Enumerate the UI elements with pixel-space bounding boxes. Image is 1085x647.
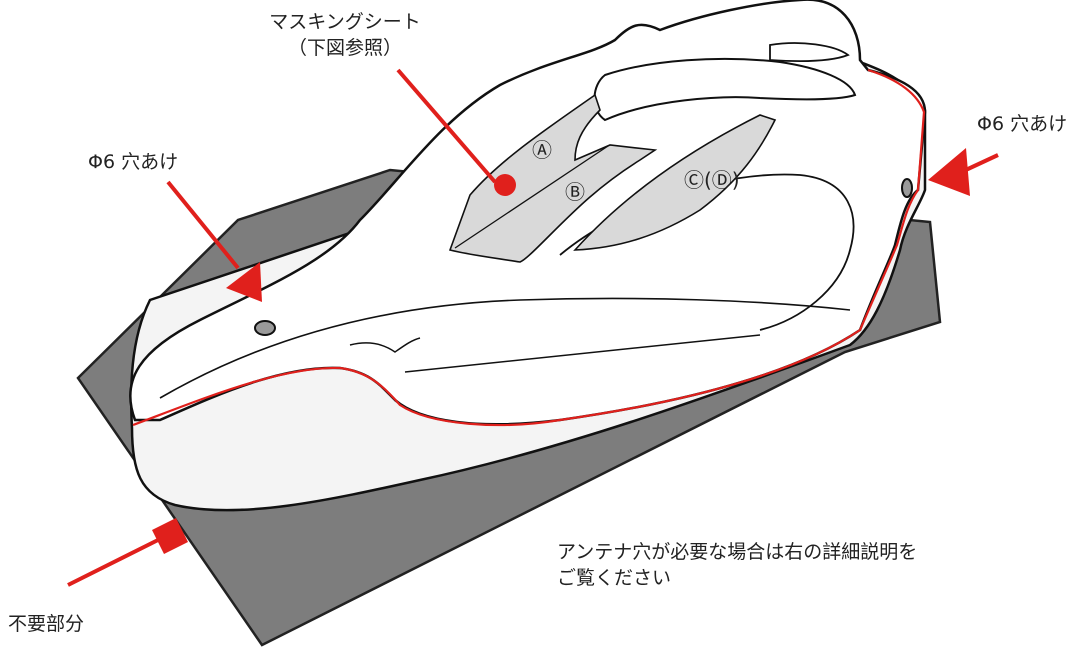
antenna-note-line2: ご覧ください: [557, 567, 672, 589]
arrow-hole-right: [928, 148, 999, 196]
arrow-hole-left: [166, 180, 262, 302]
mask-divider: [454, 145, 609, 249]
antenna-note-line1: アンテナ穴が必要な場合は右の詳細説明を: [557, 541, 918, 563]
mask-sheet-ab: [448, 93, 658, 263]
masking-sheet-label: マスキングシート: [269, 11, 421, 33]
rear-wing-outline: [593, 57, 857, 122]
hole-left-label: Φ6 穴あけ: [88, 151, 179, 173]
mask-label-a: Ⓐ: [532, 138, 552, 162]
arrow-masking-sheet: [396, 68, 516, 196]
hole-left: [254, 320, 276, 336]
front-contour-line: [159, 297, 851, 399]
mask-label-b: Ⓑ: [565, 180, 585, 204]
masking-sheet-ref-label: （下図参照）: [287, 37, 402, 59]
mask-label-cd: Ⓒ(Ⓓ): [684, 168, 740, 192]
arrow-unneeded: [67, 518, 188, 587]
rear-fin-outline: [769, 42, 850, 63]
nose-detail-line: [349, 337, 421, 353]
unneeded-label: 不要部分: [8, 613, 85, 635]
hole-right-label: Φ6 穴あけ: [977, 113, 1068, 135]
body-crease-line: [404, 334, 761, 373]
trim-line: [132, 68, 926, 427]
mask-sheet-cd: [573, 114, 777, 251]
hole-right: [901, 178, 913, 198]
